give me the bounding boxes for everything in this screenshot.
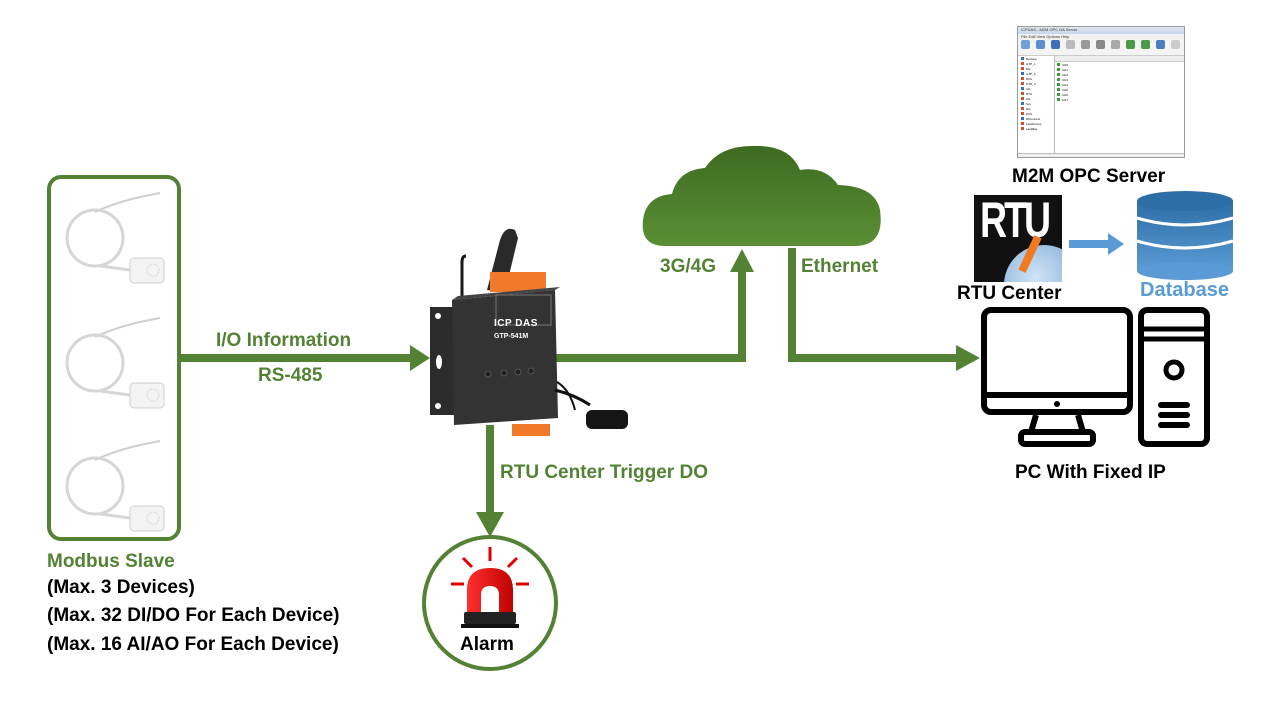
tree-node-icon <box>1021 127 1024 130</box>
opc-tree-item: GTP_3 <box>1021 81 1054 86</box>
cellular-label: 3G/4G <box>660 256 716 277</box>
ethernet-label: Ethernet <box>801 256 879 277</box>
tree-node-icon <box>1021 87 1024 90</box>
tag-icon <box>1057 83 1060 86</box>
tag-icon <box>1057 98 1060 101</box>
modbus-slave-title: Modbus Slave <box>47 551 175 572</box>
opc-tree-item: AIs <box>1021 86 1054 91</box>
tree-node-icon <box>1021 62 1024 65</box>
save-icon <box>1051 40 1060 49</box>
modbus-slave-note-aiao: (Max. 16 AI/AO For Each Device) <box>47 634 339 655</box>
io-information-label: I/O Information <box>216 330 352 351</box>
opc-tree-item: GTP_2 <box>1021 71 1054 76</box>
pc-label: PC With Fixed IP <box>1015 462 1166 483</box>
database-label: Database <box>1140 279 1229 301</box>
tag-icon <box>1057 93 1060 96</box>
trigger-do-label: RTU Center Trigger DO <box>500 462 708 483</box>
opc-tag-row: CH1 <box>1055 67 1184 72</box>
opc-window-menu: File Edit View Options Help <box>1018 34 1184 39</box>
alarm-label: Alarm <box>460 634 514 655</box>
alarm-siren-icon <box>451 547 529 628</box>
opc-tree-item: DIConnect <box>1021 116 1054 121</box>
opc-tag-row: CH3 <box>1055 77 1184 82</box>
cloud-icon <box>642 145 881 246</box>
tree-node-icon <box>1021 122 1024 125</box>
tool-icon <box>1066 40 1075 49</box>
opc-tag-row: CH2 <box>1055 72 1184 77</box>
tree-node-icon <box>1021 112 1024 115</box>
tree-node-icon <box>1021 107 1024 110</box>
opc-server-screenshot: ICPDAS - M2M OPC DA Server File Edit Vie… <box>1017 26 1185 158</box>
open-icon <box>1036 40 1045 49</box>
tag-icon <box>1057 88 1060 91</box>
export-icon <box>1126 40 1135 49</box>
trigger-do-arrow <box>476 425 504 537</box>
opc-tag-row: CH4 <box>1055 82 1184 87</box>
cellular-uplink-arrow <box>555 249 754 362</box>
database-icon <box>1136 191 1234 280</box>
opc-tree-item: DOs <box>1021 111 1054 116</box>
opc-status-bar <box>1018 153 1184 157</box>
tag-icon <box>1057 78 1060 81</box>
tool-icon <box>1171 40 1180 49</box>
controller-brand-logo: ICP DAS <box>494 318 538 329</box>
tool-icon <box>1111 40 1120 49</box>
controller-model-label: GTP-541M <box>494 333 529 340</box>
tree-node-icon <box>1021 77 1024 80</box>
alarm-circle <box>422 535 558 671</box>
opc-tree-item: GTP_1 <box>1021 61 1054 66</box>
opc-tree-item: RTU <box>1021 91 1054 96</box>
tree-node-icon <box>1021 102 1024 105</box>
tree-node-icon <box>1021 117 1024 120</box>
rtu-center-logo: RTU <box>974 195 1062 282</box>
opc-tree-item: DIs <box>1021 106 1054 111</box>
opc-tag-row: CH5 <box>1055 87 1184 92</box>
opc-tree-item: Sys <box>1021 101 1054 106</box>
tree-node-icon <box>1021 67 1024 70</box>
io-information-arrow <box>181 345 430 371</box>
opc-tag-row: CH0 <box>1055 62 1184 67</box>
modbus-slave-note-dido: (Max. 32 DI/DO For Each Device) <box>47 605 340 626</box>
opc-tree-item: LastAccess <box>1021 121 1054 126</box>
tree-node-icon <box>1021 82 1024 85</box>
modbus-slave-note-devices: (Max. 3 Devices) <box>47 577 195 598</box>
new-icon <box>1021 40 1030 49</box>
tree-node-icon <box>1021 72 1024 75</box>
opc-tag-row: CH6 <box>1055 92 1184 97</box>
pc-tower-icon <box>1138 307 1210 447</box>
opc-tree-item: Devices <box>1021 56 1054 61</box>
tag-icon <box>1057 73 1060 76</box>
opc-server-label: M2M OPC Server <box>1012 166 1166 187</box>
tree-node-icon <box>1021 92 1024 95</box>
tool-icon <box>1081 40 1090 49</box>
tag-icon <box>1057 68 1060 71</box>
modbus-slave-group <box>47 175 181 541</box>
tool-icon <box>1096 40 1105 49</box>
rs485-label: RS-485 <box>258 365 323 386</box>
opc-tree-item: DIs <box>1021 66 1054 71</box>
rtu-to-database-arrow <box>1069 233 1124 255</box>
tag-icon <box>1057 63 1060 66</box>
tree-node-icon <box>1021 57 1024 60</box>
opc-toolbar <box>1018 39 1184 56</box>
opc-tree-item: DOs <box>1021 76 1054 81</box>
gtp-541m-controller <box>430 228 628 436</box>
pc-monitor-icon <box>981 307 1133 447</box>
ethernet-arrow <box>788 248 980 371</box>
opc-tag-row: CH7 <box>1055 97 1184 102</box>
opc-tree-item: LastMsg <box>1021 126 1054 131</box>
opc-tree-item: AIs <box>1021 96 1054 101</box>
opc-window-title: ICPDAS - M2M OPC DA Server <box>1018 27 1184 34</box>
import-icon <box>1141 40 1150 49</box>
tree-node-icon <box>1021 97 1024 100</box>
monitor-icon <box>1156 40 1165 49</box>
rtu-center-label: RTU Center <box>957 283 1062 304</box>
